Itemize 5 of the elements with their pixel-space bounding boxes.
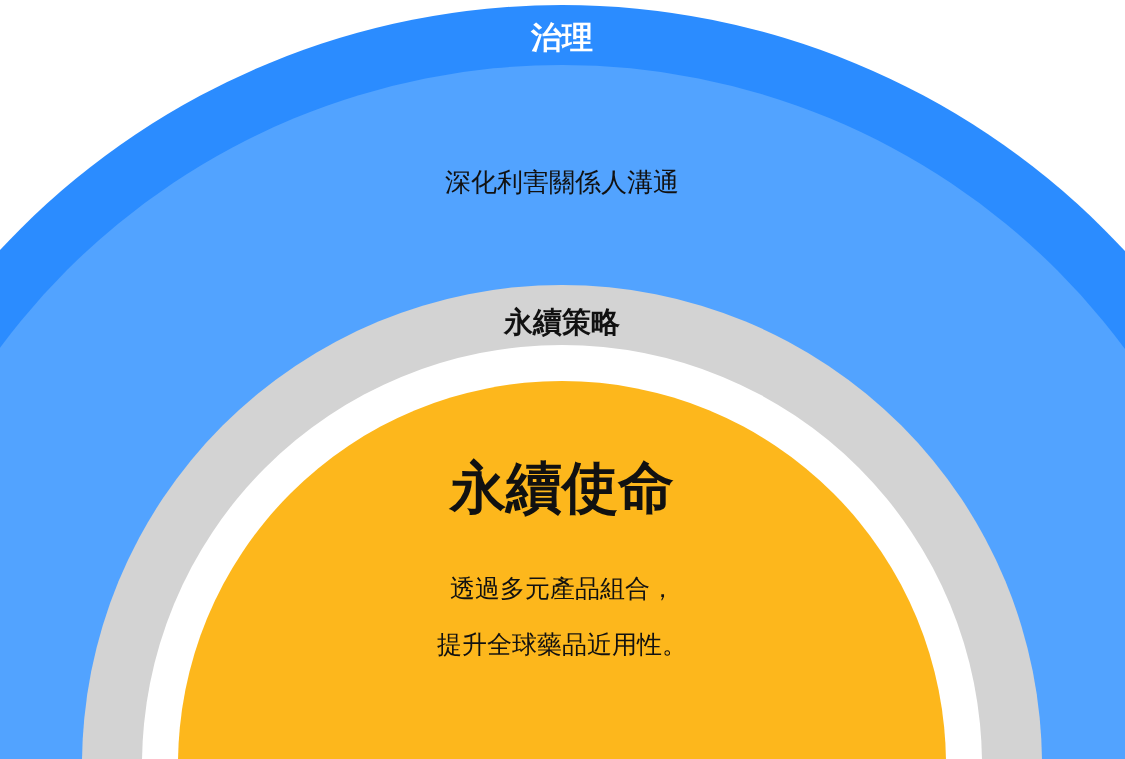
core-description: 透過多元產品組合，提升全球藥品近用性。 [437,573,687,661]
ring-title: 永續策略 [504,304,620,341]
ring-title: 治理 [531,18,593,57]
ring-text: 深化利害關係人溝通 [445,166,679,199]
core-title: 永續使命 [450,454,674,522]
